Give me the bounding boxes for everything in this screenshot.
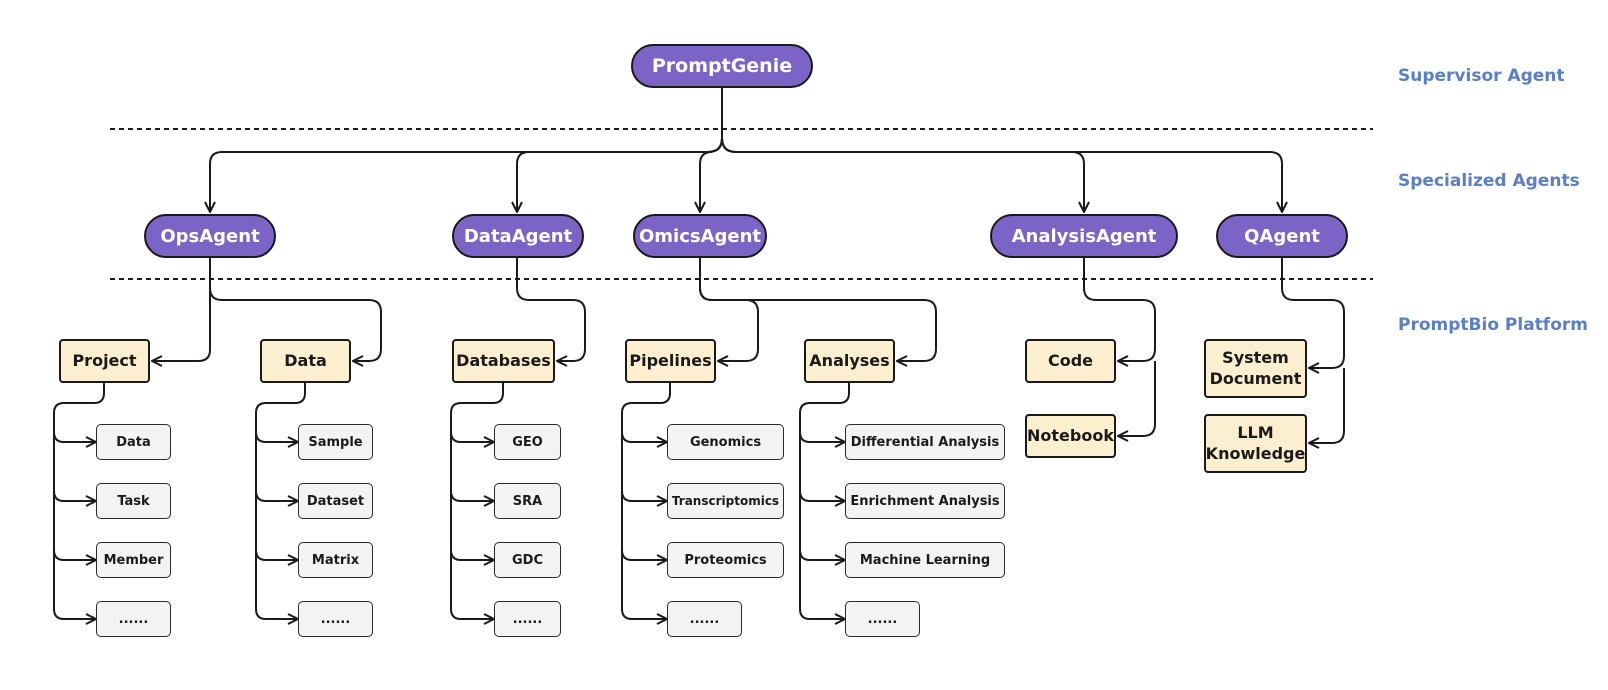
edge-analysis-notebook [1118,361,1156,436]
analyses-item-enrichment: Enrichment Analysis [845,483,1005,519]
edge-supervisor-analysis [721,137,1084,212]
edge-project-leaf-1 [53,490,96,501]
edge-analyses-leaf-0 [799,431,845,442]
supervisor-node: PromptGenie [631,44,813,88]
edge-databases-leaf-2 [450,549,494,560]
edge-pipelines-leaf-1 [621,490,667,501]
data-item-sample: Sample [298,424,373,460]
project-item-member: Member [96,542,171,578]
data-item-matrix: Matrix [298,542,373,578]
module-databases: Databases [452,339,555,383]
edge-analyses-trunk [799,383,850,619]
analyses-item-more: ...... [845,601,920,637]
edge-pipelines-leaf-0 [621,431,667,442]
edge-project-leaf-0 [53,431,96,442]
edge-supervisor-omics [700,137,723,212]
agent-q: QAgent [1216,214,1348,258]
layer-label-platform: PromptBio Platform [1398,315,1588,335]
edge-project-leaf-2 [53,549,96,560]
edge-pipelines-trunk [621,383,671,619]
agent-ops: OpsAgent [144,214,276,258]
project-item-task: Task [96,483,171,519]
analyses-item-differential: Differential Analysis [845,424,1005,460]
module-project: Project [59,339,150,383]
edge-ops-project [152,258,211,361]
edge-data-leaf-1 [255,490,298,501]
pipelines-item-proteomics: Proteomics [667,542,784,578]
edge-data-trunk [255,383,306,619]
databases-item-geo: GEO [494,424,561,460]
edge-databases-leaf-0 [450,431,494,442]
edge-ops-data [209,258,382,361]
edge-supervisor-data [517,137,723,212]
module-system-document: System Document [1204,339,1307,398]
project-item-data: Data [96,424,171,460]
module-llm-knowledge: LLM Knowledge [1204,414,1307,473]
data-item-dataset: Dataset [298,483,373,519]
edge-analysis-code [1083,258,1156,361]
layer-label-supervisor: Supervisor Agent [1398,66,1565,86]
edge-data-leaf-0 [255,431,298,442]
edge-omics-analyses [699,258,937,361]
edge-databases-trunk [450,383,504,619]
edge-databases-leaf-1 [450,490,494,501]
agent-analysis: AnalysisAgent [990,214,1178,258]
module-code: Code [1025,339,1116,383]
agent-omics: OmicsAgent [633,214,767,258]
agent-data: DataAgent [452,214,584,258]
edge-project-trunk [53,383,105,619]
layer-label-specialized: Specialized Agents [1398,171,1580,191]
databases-item-more: ...... [494,601,561,637]
databases-item-sra: SRA [494,483,561,519]
edge-q-system-document [1281,258,1345,368]
edge-supervisor-ops [210,137,723,212]
pipelines-item-more: ...... [667,601,742,637]
module-pipelines: Pipelines [625,339,716,383]
edge-analyses-leaf-1 [799,490,845,501]
pipelines-item-transcriptomics: Transcriptomics [667,483,784,519]
edge-q-llm-knowledge [1309,368,1345,443]
edge-pipelines-leaf-2 [621,549,667,560]
data-item-more: ...... [298,601,373,637]
edge-data-databases [516,258,586,361]
edge-data-leaf-2 [255,549,298,560]
edge-supervisor-q [721,137,1282,212]
edge-analyses-leaf-2 [799,549,845,560]
module-notebook: Notebook [1025,414,1116,458]
module-analyses: Analyses [804,339,895,383]
databases-item-gdc: GDC [494,542,561,578]
project-item-more: ...... [96,601,171,637]
analyses-item-ml: Machine Learning [845,542,1005,578]
module-data: Data [260,339,351,383]
pipelines-item-genomics: Genomics [667,424,784,460]
